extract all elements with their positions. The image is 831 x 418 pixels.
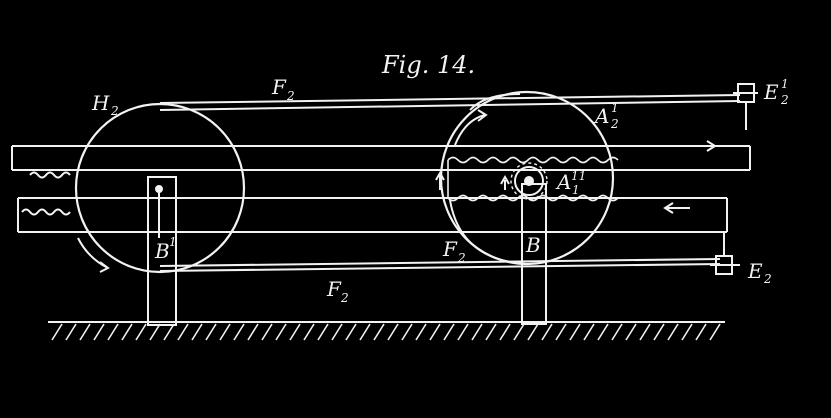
ground-hatch-mark (527, 323, 539, 341)
pinion-gear (510, 162, 548, 200)
rack-bars (11, 145, 751, 233)
belt-drive (159, 93, 741, 272)
ground-hatch-mark (191, 323, 203, 341)
label-F2-inner-main: F (442, 237, 458, 261)
ground-hatch-mark (275, 323, 287, 341)
label-E2-top-sup: 1 (781, 77, 789, 91)
ground (48, 321, 725, 341)
ground-hatch-mark (177, 323, 189, 341)
ground-hatch-mark (359, 323, 371, 341)
ground-hatch-mark (569, 323, 581, 341)
ground-hatch-mark (247, 323, 259, 341)
label-F2-inner: F 2 (442, 237, 466, 265)
ground-hatch-mark (457, 323, 469, 341)
ground-hatch-mark (597, 323, 609, 341)
label-A2-sup: 1 (611, 101, 619, 115)
label-E2-bottom-sub: 2 (763, 272, 772, 286)
label-H2-main: H (91, 91, 110, 115)
label-A2-prime: A 1 2 (593, 101, 619, 131)
ground-hatch-mark (205, 323, 217, 341)
ground-hatch-mark (79, 323, 91, 341)
ground-hatch-mark (303, 323, 315, 341)
ground-hatch-mark (513, 323, 525, 341)
label-E2-top-sub: 2 (780, 93, 789, 107)
ground-hatch-mark (289, 323, 301, 341)
label-B: B (525, 233, 541, 257)
label-E2-top-main: E (763, 80, 779, 104)
ground-hatch-mark (611, 323, 623, 341)
label-E2-bottom-main: E (747, 259, 763, 283)
label-B-prime: B 1 (154, 235, 177, 263)
ground-hatch-mark (149, 323, 161, 341)
ground-hatch-mark (317, 323, 329, 341)
ground-hatch-mark (233, 323, 245, 341)
ground-hatch-mark (135, 323, 147, 341)
ground-hatch-mark (401, 323, 413, 341)
ground-hatch-mark (373, 323, 385, 341)
ground-hatch-mark (653, 323, 665, 341)
ground-hatch-mark (639, 323, 651, 341)
ground-hatch-mark (331, 323, 343, 341)
ground-hatch-mark (499, 323, 511, 341)
label-F2-inner-sub: 2 (457, 251, 466, 265)
label-F2-top-sub: 2 (286, 89, 295, 103)
ground-hatch-mark (121, 323, 133, 341)
ground-hatch-mark (93, 323, 105, 341)
label-A1-double-prime: A 11 1 (555, 169, 586, 197)
left-pulley (74, 102, 246, 274)
ground-hatch-mark (429, 323, 441, 341)
ground-hatch-mark (163, 323, 175, 341)
ground-hatch-mark (345, 323, 357, 341)
ground-hatch-mark (471, 323, 483, 341)
ground-hatch-mark (415, 323, 427, 341)
label-A2-sub: 2 (610, 117, 619, 131)
label-F2-bottom: F 2 (326, 277, 349, 305)
ground-hatch-mark (695, 323, 707, 341)
label-F2-top-main: F (271, 75, 287, 99)
label-B1-main: B (154, 239, 170, 263)
label-A2-main: A (593, 104, 609, 128)
label-F2-bottom-sub: 2 (340, 291, 349, 305)
ground-hatch-mark (65, 323, 77, 341)
label-F2-top: F 2 (271, 75, 295, 103)
ground-hatch-mark (667, 323, 679, 341)
right-support-post (521, 183, 547, 325)
ground-hatch-mark (107, 323, 119, 341)
label-A1-sup: 11 (571, 169, 586, 183)
ground-hatch-mark (51, 323, 63, 341)
anchor-top (733, 83, 758, 130)
ground-hatch-mark (261, 323, 273, 341)
ground-hatch-mark (681, 323, 693, 341)
anchor-bottom (710, 232, 740, 275)
ground-hatch-mark (709, 323, 721, 341)
label-H2: H 2 (91, 91, 119, 118)
ground-hatch-mark (625, 323, 637, 341)
ground-hatch-mark (443, 323, 455, 341)
ground-hatch-mark (485, 323, 497, 341)
ground-hatch-mark (387, 323, 399, 341)
ground-hatch-mark (555, 323, 567, 341)
label-A1-sub: 1 (572, 183, 580, 197)
label-E2-prime: E 1 2 (763, 77, 789, 107)
label-B1-sup: 1 (169, 235, 177, 249)
label-E2: E 2 (747, 259, 772, 286)
ground-hatch-mark (219, 323, 231, 341)
label-A1-main: A (555, 170, 571, 194)
label-B-main: B (525, 233, 541, 257)
label-H2-sub: 2 (110, 104, 119, 118)
figure-title: Fig. 14. (381, 51, 475, 79)
ground-hatch-mark (541, 323, 553, 341)
ground-hatch-mark (583, 323, 595, 341)
direction-arrows (77, 109, 717, 273)
label-F2-bottom-main: F (326, 277, 342, 301)
